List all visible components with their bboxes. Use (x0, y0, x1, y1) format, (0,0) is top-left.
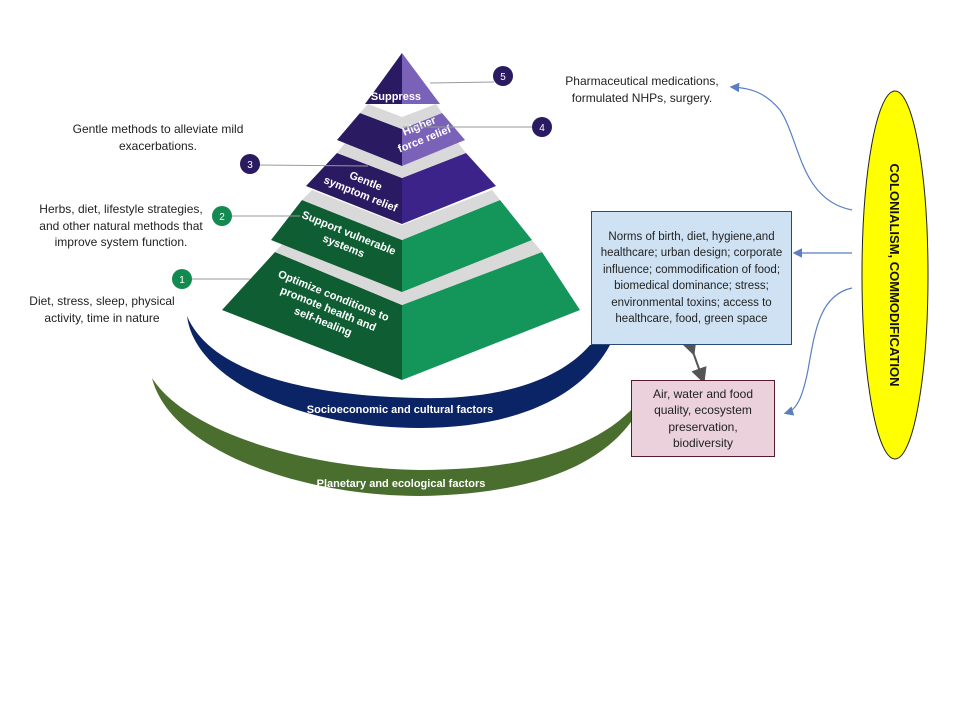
socioeconomic-factors-label: Socioeconomic and cultural factors (307, 404, 493, 416)
arrow-to-environment-box (783, 287, 853, 416)
badge-4: 4 (532, 117, 552, 137)
colonialism-oval (861, 90, 929, 460)
arrow-to-pharmaceutical (729, 82, 853, 211)
svg-text:2: 2 (219, 212, 225, 223)
planetary-factors-label: Planetary and ecological factors (317, 478, 486, 490)
planetary-factors-arc (152, 378, 640, 496)
svg-text:5: 5 (500, 72, 506, 83)
badge-2: 2 (212, 206, 232, 226)
tier-1-description: Diet, stress, sleep, physical activity, … (29, 294, 175, 325)
pyramid-tier-3 (306, 143, 496, 224)
pyramid-tier-5 (365, 53, 440, 104)
badge-5: 5 (493, 66, 513, 86)
tier-2-description: Herbs, diet, lifestyle strategies, and o… (39, 202, 203, 249)
pyramid-tier-1 (222, 240, 580, 380)
norms-box: Norms of birth, diet, hygiene,and health… (591, 211, 792, 345)
svg-text:3: 3 (247, 160, 253, 171)
pyramid-tier-2 (271, 190, 532, 292)
socioeconomic-factors-arc (187, 316, 610, 428)
environment-box: Air, water and food quality, ecosystem p… (631, 380, 775, 457)
badge-1: 1 (172, 269, 192, 289)
badge-3: 3 (240, 154, 260, 174)
pyramid-tier-4 (337, 104, 465, 166)
tier-5-label: Suppress (371, 91, 421, 103)
svg-text:4: 4 (539, 123, 545, 134)
leader-line-5 (429, 81, 495, 84)
bidirectional-arrow (681, 338, 707, 384)
colonialism-label: COLONIALISM, COMMODIFICATION (887, 164, 902, 387)
tier-3-description: Gentle methods to alleviate mild exacerb… (72, 122, 244, 153)
tier-5-description: Pharmaceutical medications, formulated N… (565, 74, 719, 105)
leader-line-3 (257, 164, 369, 167)
svg-text:1: 1 (179, 275, 185, 286)
